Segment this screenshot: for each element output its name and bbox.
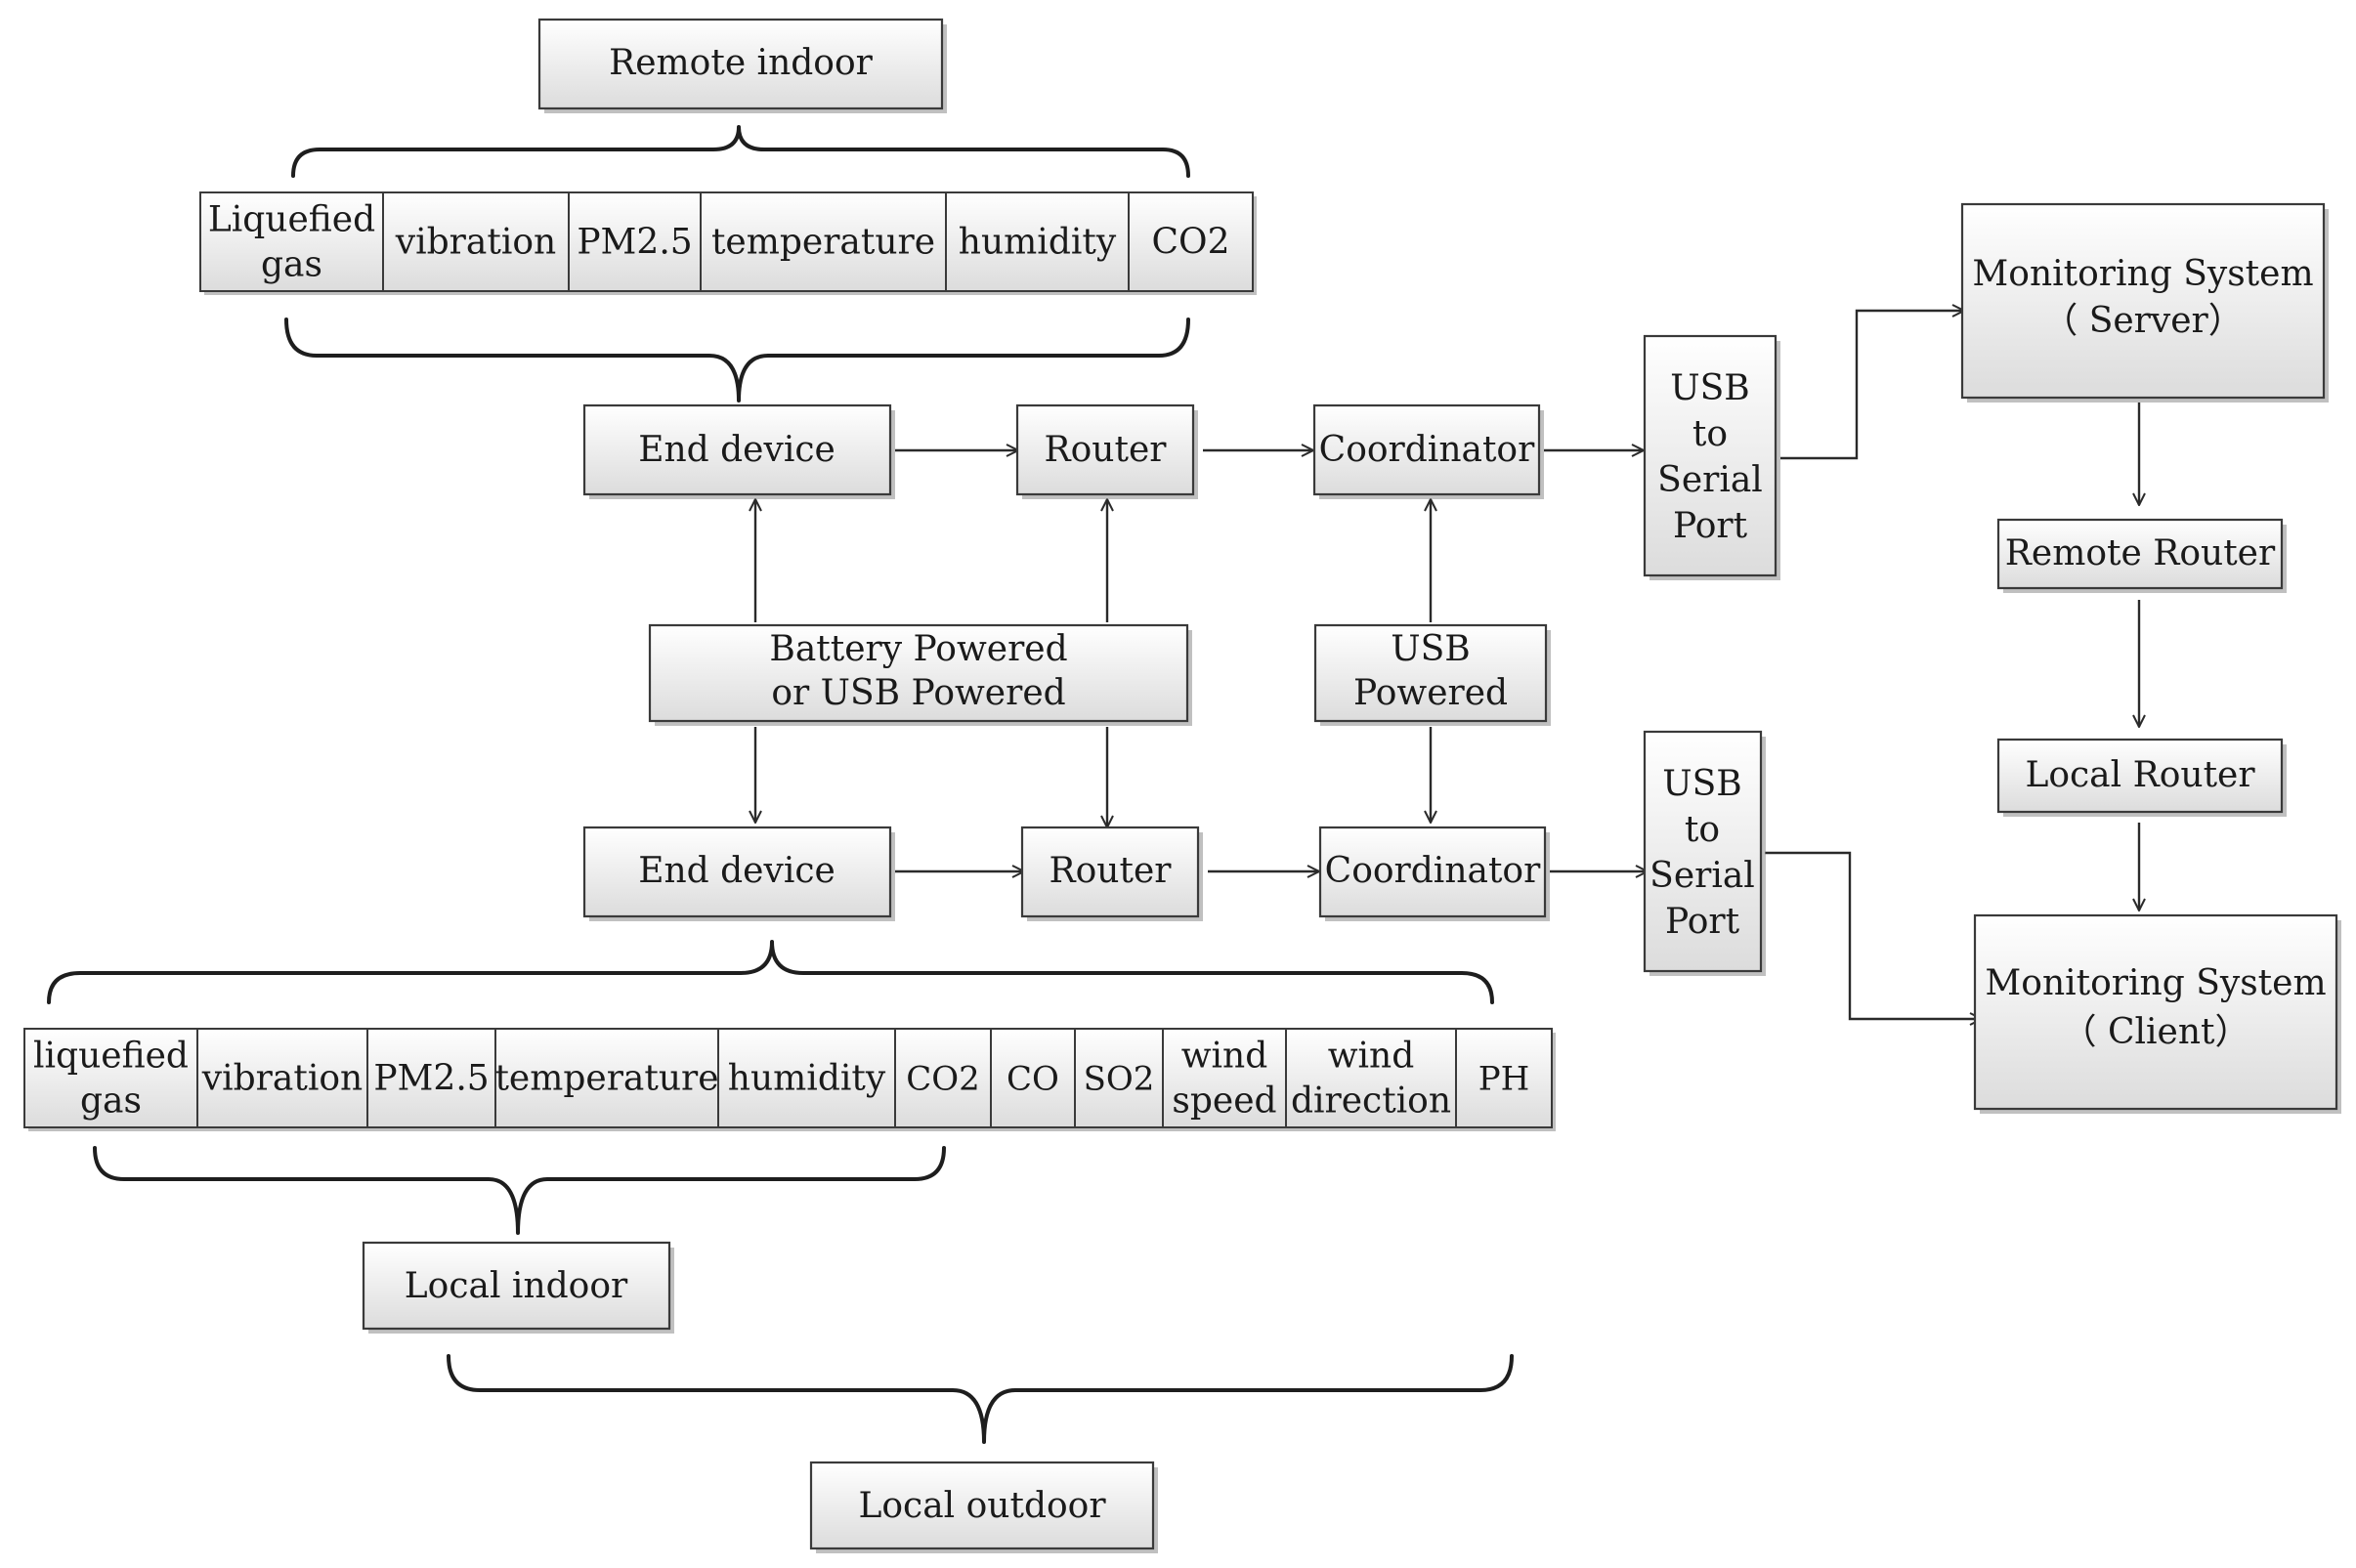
usb-serial-bottom-line1: USB xyxy=(1662,764,1741,804)
router-top: Router xyxy=(1015,403,1198,499)
end-device-top: End device xyxy=(582,403,895,499)
remote-indoor-label: Remote indoor xyxy=(609,43,874,83)
sensor-label: CO2 xyxy=(1152,223,1230,263)
router-top-label: Router xyxy=(1045,430,1168,470)
end-device-bottom: End device xyxy=(582,826,895,921)
remote-sensor-table: Liquefied gas vibration PM2.5 temperature hum… xyxy=(199,191,1257,295)
usb-serial-top-line1: USB xyxy=(1670,368,1749,408)
brace-local-indoor-bottom xyxy=(93,1146,946,1235)
usb-serial-top: USB to Serial Port xyxy=(1643,334,1780,580)
sensor-label: gas xyxy=(80,1081,142,1122)
battery-power-line2: or USB Powered xyxy=(771,673,1065,713)
local-sensor-pm2-5: PM2.5 xyxy=(366,1028,499,1131)
server-line1: Monitoring System xyxy=(1972,254,2313,294)
brace-remote-indoor-top xyxy=(291,125,1190,178)
monitoring-client-box: Monitoring System （ Client） xyxy=(1973,913,2341,1114)
local-router-label: Local Router xyxy=(2025,755,2255,795)
usb-serial-top-line3: Serial xyxy=(1657,460,1763,500)
coordinator-bottom-label: Coordinator xyxy=(1325,851,1541,891)
remote-sensor-co2: CO2 xyxy=(1128,191,1257,295)
edge-usb-server xyxy=(1780,311,1964,460)
braces xyxy=(47,125,1514,1444)
local-sensor-humidity: humidity xyxy=(717,1028,899,1131)
sensor-label: wind xyxy=(1328,1037,1415,1077)
coordinator-top-label: Coordinator xyxy=(1319,430,1535,470)
sensor-label: PM2.5 xyxy=(373,1059,489,1099)
usb-serial-bottom: USB to Serial Port xyxy=(1643,730,1766,976)
sensor-label: direction xyxy=(1291,1081,1451,1122)
usb-serial-top-line4: Port xyxy=(1673,506,1748,546)
end-device-bottom-label: End device xyxy=(638,851,835,891)
client-line1: Monitoring System xyxy=(1985,963,2326,1003)
local-sensor-co: CO xyxy=(990,1028,1079,1131)
usb-serial-bottom-line3: Serial xyxy=(1649,856,1755,896)
sensor-label: humidity xyxy=(728,1059,886,1099)
usb-serial-bottom-line4: Port xyxy=(1665,902,1740,942)
usb-serial-top-line2: to xyxy=(1692,414,1728,454)
remote-sensor-humidity: humidity xyxy=(945,191,1133,295)
local-router-box: Local Router xyxy=(1996,738,2287,817)
local-outdoor-box: Local outdoor xyxy=(809,1461,1158,1553)
sensor-label: Liquefied xyxy=(208,200,375,240)
brace-local-top xyxy=(47,940,1494,1004)
coordinator-top: Coordinator xyxy=(1312,403,1544,499)
local-outdoor-label: Local outdoor xyxy=(858,1486,1106,1526)
local-indoor-label: Local indoor xyxy=(405,1266,628,1306)
sensor-label: CO xyxy=(1007,1060,1059,1099)
coordinator-bottom: Coordinator xyxy=(1318,826,1550,921)
remote-sensor-pm2-5: PM2.5 xyxy=(568,191,705,295)
sensor-label: liquefied xyxy=(33,1037,189,1077)
local-sensor-co2: CO2 xyxy=(894,1028,995,1131)
usb-power-line2: Powered xyxy=(1353,673,1508,713)
battery-power-box: Battery Powered or USB Powered xyxy=(648,623,1192,726)
monitoring-server-box: Monitoring System （ Server） xyxy=(1960,202,2329,403)
sensor-label: wind xyxy=(1181,1037,1268,1077)
remote-sensor-temperature: temperature xyxy=(700,191,950,295)
remote-router-box: Remote Router xyxy=(1996,518,2287,593)
sensor-label: speed xyxy=(1172,1081,1276,1122)
remote-sensor-liquefied-gas: Liquefied gas xyxy=(199,191,387,295)
client-line2: （ Client） xyxy=(2062,1012,2250,1052)
sensor-label: temperature xyxy=(494,1059,718,1099)
battery-power-line1: Battery Powered xyxy=(769,629,1067,669)
usb-serial-bottom-line2: to xyxy=(1685,810,1720,850)
local-sensor-so2: SO2 xyxy=(1074,1028,1167,1131)
remote-router-label: Remote Router xyxy=(2005,533,2276,573)
router-bottom: Router xyxy=(1020,826,1203,921)
sensor-label: gas xyxy=(261,245,322,285)
edge-usb-client xyxy=(1765,851,1982,1019)
usb-power-box: USB Powered xyxy=(1313,623,1551,726)
sensor-label: humidity xyxy=(959,223,1117,263)
router-bottom-label: Router xyxy=(1049,851,1173,891)
sensor-label: vibration xyxy=(395,223,556,263)
end-device-top-label: End device xyxy=(638,430,835,470)
sensor-label: CO2 xyxy=(906,1060,980,1099)
local-sensor-temperature: temperature xyxy=(494,1028,722,1131)
brace-local-outdoor xyxy=(447,1354,1514,1444)
server-line2: （ Server） xyxy=(2042,301,2243,341)
sensor-label: temperature xyxy=(711,223,935,263)
local-sensor-vibration: vibration xyxy=(196,1028,371,1131)
usb-power-line1: USB xyxy=(1391,629,1470,669)
sensor-label: vibration xyxy=(201,1059,363,1099)
connectors xyxy=(755,311,2139,1019)
local-indoor-box: Local indoor xyxy=(362,1241,674,1334)
remote-sensor-vibration: vibration xyxy=(382,191,573,295)
sensor-label: PM2.5 xyxy=(577,223,692,263)
remote-indoor-box: Remote indoor xyxy=(537,18,947,113)
brace-remote-indoor-bottom xyxy=(284,318,1190,403)
sensor-label: SO2 xyxy=(1084,1060,1155,1099)
sensor-label: PH xyxy=(1478,1060,1530,1099)
local-sensor-ph: PH xyxy=(1455,1028,1556,1131)
